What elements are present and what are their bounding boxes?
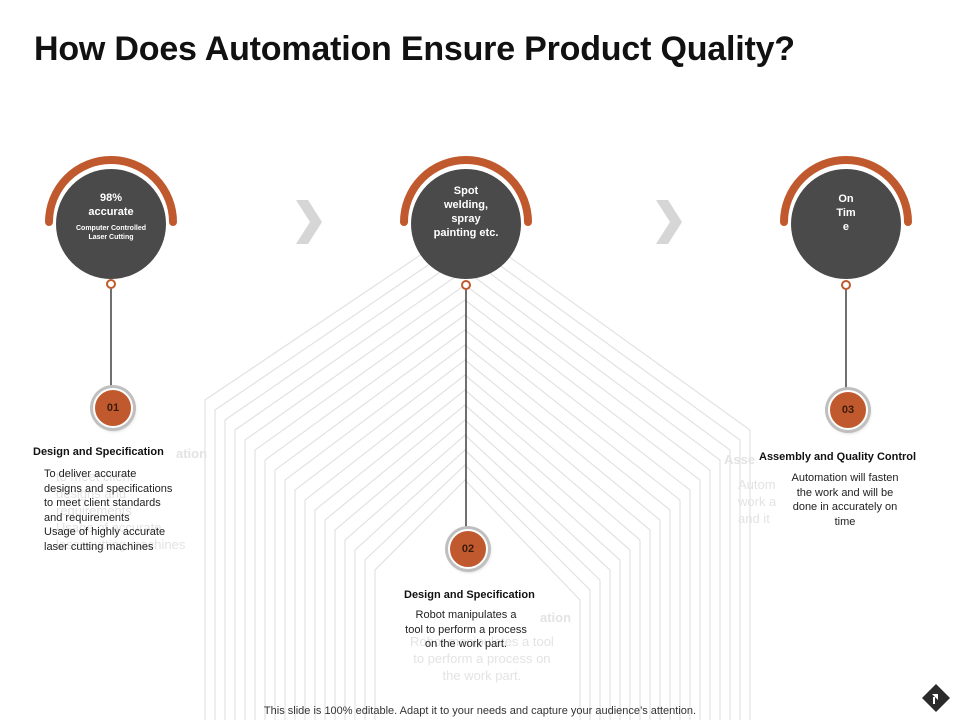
faded-heading: ation [540,610,572,625]
step-1-heading: Design and Specification [33,446,164,458]
faded-text: Robot manipulates a tool to perform a pr… [410,634,554,683]
step-3-highlight: On Tim e [836,193,856,233]
arc-decoration [400,156,532,226]
step-2-heading: Design and Specification [404,589,535,601]
arc-decoration [45,156,177,226]
navigation-diamond-icon[interactable] [920,682,952,714]
step-1-number-badge: 01 [93,388,133,428]
step-1-highlight: 98% accurate [88,191,134,218]
step-1-circle: 98% accurate Computer Controlled Laser C… [56,169,166,279]
page-title: How Does Automation Ensure Product Quali… [34,30,795,68]
arc-decoration [780,156,912,226]
connector-dot [106,279,116,289]
connector-dot [841,280,851,290]
faded-heading: ation [176,446,208,461]
chevron-right-icon [656,200,682,244]
step-1-description: To deliver accurate designs and specific… [44,468,173,553]
step-3-number-badge: 03 [828,390,868,430]
step-3-description: Automation will fasten the work and will… [791,472,899,528]
step-2-circle: Spot welding, spray painting etc. [411,169,521,279]
step-1-subtitle: Computer Controlled Laser Cutting [76,224,146,241]
chevron-right-icon [296,200,322,244]
faded-text: to meet client designs and requirements … [56,469,186,552]
step-3-circle: On Tim e [791,169,901,279]
step-3-heading: Assembly and Quality Control [759,451,917,463]
step-2-number-badge: 02 [448,529,488,569]
step-2-highlight: Spot welding, spray painting etc. [433,185,499,239]
faded-heading: Asse [724,452,756,467]
faded-text: Autom work a and it [738,477,777,526]
footer-note: This slide is 100% editable. Adapt it to… [263,705,697,717]
step-2-description: Robot manipulates a tool to perform a pr… [405,609,527,650]
connector-dot [461,280,471,290]
